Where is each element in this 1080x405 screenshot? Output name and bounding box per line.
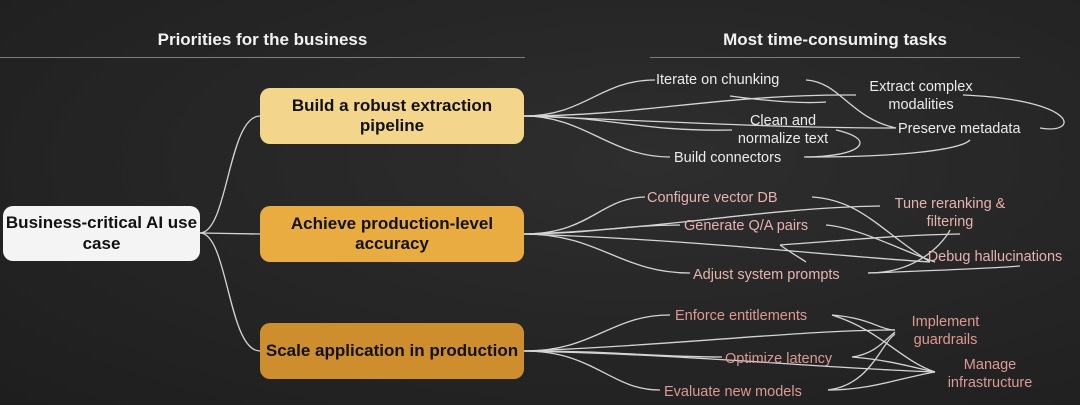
- link-p1-modalities: [523, 94, 857, 117]
- priority-scale-production: Scale application in production: [260, 323, 524, 379]
- task-iterate-chunking: Iterate on chunking: [656, 72, 780, 88]
- task-generate-qa-pairs: Generate Q/A pairs: [684, 218, 809, 234]
- task-configure-vector-db: Configure vector DB: [647, 190, 778, 206]
- link-p1-chunking: [523, 79, 656, 117]
- task-enforce-entitlements: Enforce entitlements: [675, 308, 808, 324]
- task-adjust-system-prompts: Adjust system prompts: [693, 267, 840, 283]
- task-implement-guardrails: Implement guardrails: [911, 314, 980, 349]
- tasks-header: Most time-consuming tasks: [723, 30, 947, 49]
- link-p1-metadata: [523, 115, 897, 129]
- link-root-p2: [199, 232, 261, 235]
- task-build-connectors: Build connectors: [674, 150, 782, 166]
- priorities-header: Priorities for the business: [157, 30, 368, 49]
- link-p3-models: [523, 350, 661, 391]
- link-p1-connectors: [523, 115, 671, 158]
- root-use-case-node: Business-critical AI use case: [3, 206, 200, 261]
- link-p3-guardrails: [523, 329, 896, 352]
- task-optimize-latency: Optimize latency: [725, 351, 833, 367]
- link-p3-entitlements: [523, 314, 671, 352]
- task-manage-infrastructure: Manage infrastructure: [947, 357, 1033, 392]
- link-p2-prompts: [523, 233, 691, 274]
- priority-extraction-pipeline: Build a robust extraction pipeline: [260, 88, 524, 144]
- task-clean-normalize: Clean and normalize text: [737, 113, 829, 148]
- link-root-p3: [199, 232, 261, 352]
- link-p2-vectordb: [523, 196, 646, 235]
- priority-production-accuracy: Achieve production-level accuracy: [260, 206, 524, 262]
- link-p2-hallucinations: [523, 233, 931, 263]
- tasks-header-rule: [650, 57, 1020, 58]
- task-extract-modalities: Extract complex modalities: [869, 79, 973, 114]
- task-preserve-metadata: Preserve metadata: [898, 121, 1021, 137]
- link-root-p1: [199, 115, 261, 234]
- link-p3-infra: [523, 350, 936, 373]
- link-p2-qa: [523, 224, 681, 235]
- task-debug-hallucinations: Debug hallucinations: [927, 249, 1063, 265]
- task-evaluate-new-models: Evaluate new models: [664, 384, 802, 400]
- task-tune-reranking: Tune reranking & filtering: [894, 196, 1006, 231]
- priorities-header-rule: [0, 57, 525, 58]
